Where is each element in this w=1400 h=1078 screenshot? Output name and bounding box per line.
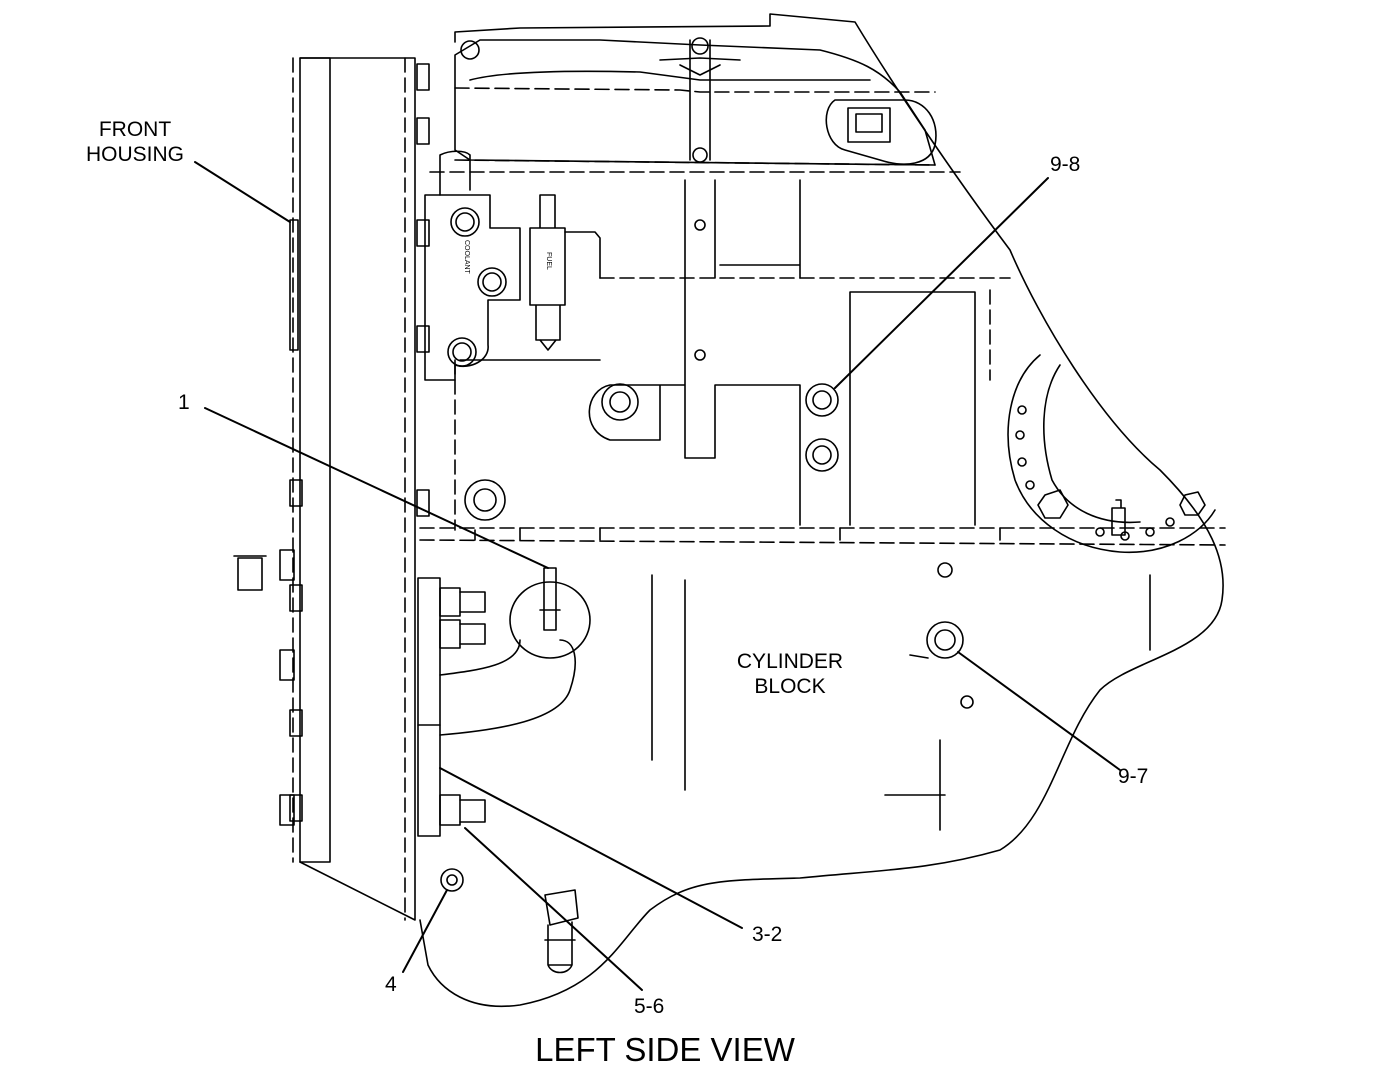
rib-hole-2 xyxy=(694,349,706,361)
valve-cover-arrow xyxy=(659,57,741,76)
lower-block-curve xyxy=(439,639,576,736)
sensor-stem xyxy=(539,567,561,631)
lower-fitting xyxy=(544,889,579,974)
flywheel-hex-bolt xyxy=(1037,489,1069,519)
block-dashed-lines xyxy=(404,57,1226,921)
valve-cover-bolt xyxy=(460,40,480,60)
rib-boss-ring xyxy=(601,383,639,421)
manifold-bolt-mid-inner xyxy=(482,272,502,292)
flywheel-hex-bolt-right xyxy=(1179,491,1206,516)
fuel-line xyxy=(564,231,601,279)
flywheel-housing-arc xyxy=(1007,354,1216,554)
flange-bolts xyxy=(279,63,430,826)
callout-5-6: 5-6 xyxy=(634,995,665,1018)
block-ribs xyxy=(459,179,976,526)
valve-cover-inner xyxy=(469,70,871,81)
block-bolt-left xyxy=(464,479,506,521)
housing-plug xyxy=(233,555,267,591)
rocker-bolt-head-mid xyxy=(692,147,708,163)
manifold-body xyxy=(424,194,521,381)
view-title: LEFT SIDE VIEW xyxy=(535,1031,795,1068)
block-bolt-lower xyxy=(805,438,839,472)
cover-plate-bolts xyxy=(439,587,486,826)
callout-4: 4 xyxy=(385,973,397,996)
drain-plug-inner xyxy=(446,874,458,886)
manifold-bolt-low-inner xyxy=(452,342,472,362)
drain-plug xyxy=(440,868,464,892)
cylinder-block-outline xyxy=(419,13,1224,1008)
block-hole-b xyxy=(960,695,974,709)
fuel-port-label: FUEL xyxy=(545,252,552,270)
cover-plate xyxy=(417,577,441,837)
block-bolt-97-inner xyxy=(934,629,956,651)
rib-boss xyxy=(609,391,631,413)
manifold-bolt-mid xyxy=(477,267,507,297)
connector-socket xyxy=(847,107,891,143)
cylinder-block-label-line1: CYLINDER xyxy=(736,650,844,673)
manifold-upper-arm xyxy=(439,150,471,196)
manifold-bolt-low xyxy=(447,337,477,367)
front-housing-flange xyxy=(299,57,416,921)
flywheel-bolt-holes xyxy=(1015,405,1175,541)
manifold-bolt-top-inner xyxy=(455,212,475,232)
callout-3-2: 3-2 xyxy=(752,923,783,946)
callout-leader-lines xyxy=(194,161,1121,991)
block-bolt-left-inner xyxy=(473,488,497,512)
block-shade-lines xyxy=(651,574,1151,831)
front-housing-label-line2: HOUSING xyxy=(85,143,184,166)
block-bolt-98-inner xyxy=(812,390,832,410)
block-bolt-98 xyxy=(805,383,839,417)
connector-socket-inner xyxy=(855,113,883,133)
flywheel-stud xyxy=(1111,499,1126,536)
manifold-bolt-top xyxy=(450,207,480,237)
callout-9-7: 9-7 xyxy=(1118,765,1149,788)
block-bolt-97 xyxy=(926,621,964,659)
callout-9-8: 9-8 xyxy=(1050,153,1081,176)
front-housing-label-line1: FRONT xyxy=(98,118,172,141)
rocker-bolt-stud xyxy=(689,39,711,161)
block-bolt-lower-inner xyxy=(812,445,832,465)
valve-cover xyxy=(454,39,936,166)
callout-1: 1 xyxy=(178,391,190,414)
sensor-flange xyxy=(509,581,591,659)
cylinder-block-label-line2: BLOCK xyxy=(754,675,826,698)
fuel-fitting xyxy=(529,194,566,351)
coolant-port-label: COOLANT xyxy=(463,240,470,274)
block-hole-a xyxy=(937,562,953,578)
rocker-bolt-head-top xyxy=(691,37,709,55)
rib-hole-1 xyxy=(694,219,706,231)
electrical-connector xyxy=(825,99,937,165)
